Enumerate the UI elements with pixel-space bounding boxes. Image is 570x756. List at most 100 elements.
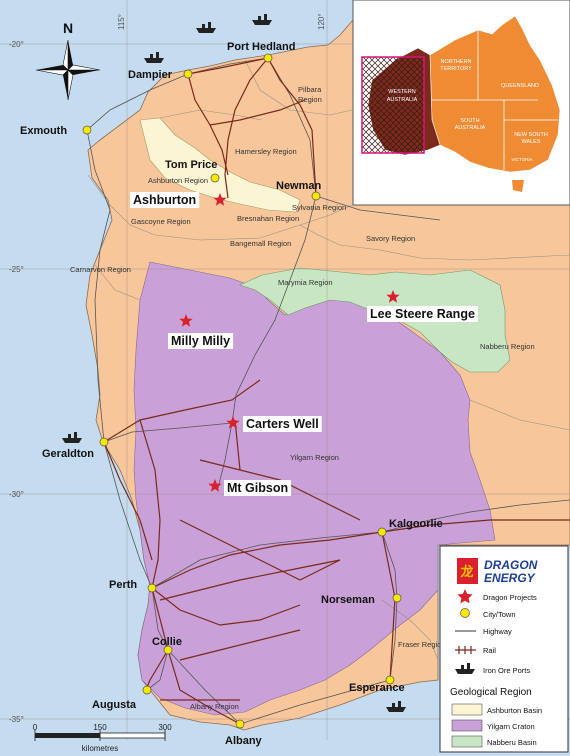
- inset-label-sa: SOUTH: [460, 118, 479, 124]
- project-label-bg: [224, 480, 292, 496]
- inset-label-nt: NORTHERN: [440, 59, 471, 65]
- region-label-sylvania: Sylvania Region: [292, 203, 346, 212]
- project-label-bg: [243, 416, 322, 432]
- ship-icon: [252, 14, 272, 25]
- project-star-ashburton: [213, 193, 227, 206]
- project-label-gibson: Mt Gibson: [227, 481, 288, 495]
- lat-label-20: -20°: [9, 40, 24, 49]
- inset-label-qld: QUEENSLAND: [501, 83, 539, 89]
- legend-city-icon: [460, 608, 470, 618]
- region-label-albany: Albany Region: [190, 702, 239, 711]
- legend-label-ashburton: Ashburton Basin: [487, 706, 542, 715]
- city-marker-albany: [235, 719, 245, 729]
- city-marker-newman: [311, 191, 321, 201]
- legend-rail-icon: [455, 646, 476, 654]
- legend-label-ports: Iron Ore Ports: [483, 666, 530, 675]
- inset-label-vic: VICTORIA: [511, 157, 532, 162]
- inset-label-nsw: NEW SOUTH: [514, 132, 548, 138]
- brand-name-line1: DRAGON: [484, 558, 538, 572]
- city-marker-augusta: [142, 685, 152, 695]
- city-marker-perth: [147, 583, 157, 593]
- city-marker-dampier: [183, 69, 193, 79]
- lat-label-35: -35°: [9, 715, 24, 724]
- region-label-bangemall: Bangemall Region: [230, 239, 291, 248]
- inset-label-sa-2: AUSTRALIA: [455, 125, 486, 131]
- region-boundaries: [87, 59, 570, 661]
- city-label-collie: Collie: [152, 636, 182, 648]
- project-star-lee: [386, 290, 400, 303]
- scale-tick-0: 0: [33, 723, 38, 732]
- rail-network: [103, 57, 570, 725]
- legend-ship-icon: [455, 663, 475, 674]
- project-star-carters: [226, 416, 240, 429]
- inset-wa-highlight: [361, 56, 425, 154]
- region-label-pilbara: Pilbara: [298, 85, 322, 94]
- north-arrow-icon: [35, 39, 101, 101]
- city-marker-collie: [163, 645, 173, 655]
- region-labels: Pilbara Region Hamersley Region Ashburto…: [70, 85, 535, 711]
- region-label-hamersley: Hamersley Region: [235, 147, 297, 156]
- lon-label-115: 115°: [117, 14, 126, 30]
- legend-label-rail: Rail: [483, 646, 496, 655]
- project-label-lee: Lee Steere Range: [370, 307, 475, 321]
- city-label-esperance: Esperance: [349, 682, 405, 694]
- region-label-fraser: Fraser Region: [398, 640, 446, 649]
- lat-label-25: -25°: [9, 265, 24, 274]
- region-label-marymia: Marymia Region: [278, 278, 333, 287]
- legend-label-nabberu: Nabberu Basin: [487, 738, 537, 747]
- inset-label-nt-2: TERRITORY: [440, 66, 472, 72]
- inset-australia-east: [429, 15, 561, 173]
- north-label: N: [63, 20, 73, 36]
- scale-tick-300: 300: [158, 723, 172, 732]
- scale-unit: kilometres: [82, 744, 118, 753]
- iron-ore-ports: [62, 14, 406, 712]
- inset-label-tas: TASMANIA: [485, 187, 508, 192]
- city-marker-kalgoorlie: [377, 527, 387, 537]
- legend-swatch-yilgarn: [451, 719, 483, 732]
- region-label-gascoyne: Gascoyne Region: [131, 217, 191, 226]
- city-label-exmouth: Exmouth: [20, 125, 67, 137]
- city-marker-esperance: [385, 675, 395, 685]
- project-label-milly: Milly Milly: [171, 334, 230, 348]
- project-label-bg: [130, 192, 200, 208]
- city-marker-tomprice: [210, 173, 220, 183]
- inset-label-nsw-2: WALES: [521, 139, 540, 145]
- city-label-norseman: Norseman: [321, 594, 375, 606]
- region-label-bresnahan: Bresnahan Region: [237, 214, 299, 223]
- inset-label-wa-2: AUSTRALIA: [387, 97, 418, 103]
- city-label-albany: Albany: [225, 735, 263, 747]
- ashburton-basin-area: [139, 117, 301, 213]
- city-label-geraldton: Geraldton: [42, 448, 94, 460]
- region-label-savory: Savory Region: [366, 234, 415, 243]
- region-label-nabberu: Nabberu Region: [480, 342, 535, 351]
- city-marker-exmouth: [82, 125, 92, 135]
- inset-label-wa: WESTERN: [388, 89, 416, 95]
- brand-logo-icon: [457, 558, 478, 584]
- city-label-dampier: Dampier: [128, 69, 173, 81]
- project-star-milly: [179, 314, 193, 327]
- scale-bar: 0 150 300 kilometres: [33, 723, 172, 753]
- scale-tick-150: 150: [93, 723, 107, 732]
- city-marker-porthedland: [263, 53, 273, 63]
- project-star-gibson: [208, 479, 222, 492]
- city-label-perth: Perth: [109, 579, 137, 591]
- legend-label-city: City/Town: [483, 610, 516, 619]
- ship-icon: [386, 701, 406, 712]
- lat-label-30: -30°: [9, 490, 24, 499]
- ship-icon: [144, 52, 164, 63]
- legend-swatch-nabberu: [451, 735, 483, 748]
- project-label-bg: [168, 333, 234, 349]
- lon-label-120: 120°: [317, 13, 326, 30]
- project-label-carters: Carters Well: [246, 417, 319, 431]
- legend-star-icon: [457, 589, 473, 604]
- legend-label-projects: Dragon Projects: [483, 593, 537, 602]
- city-marker-norseman: [392, 593, 402, 603]
- region-label-ashburton: Ashburton Region: [148, 176, 208, 185]
- project-label-bg: [367, 306, 478, 322]
- city-label-augusta: Augusta: [92, 699, 137, 711]
- legend-label-highway: Highway: [483, 627, 512, 636]
- project-label-ashburton: Ashburton: [133, 193, 196, 207]
